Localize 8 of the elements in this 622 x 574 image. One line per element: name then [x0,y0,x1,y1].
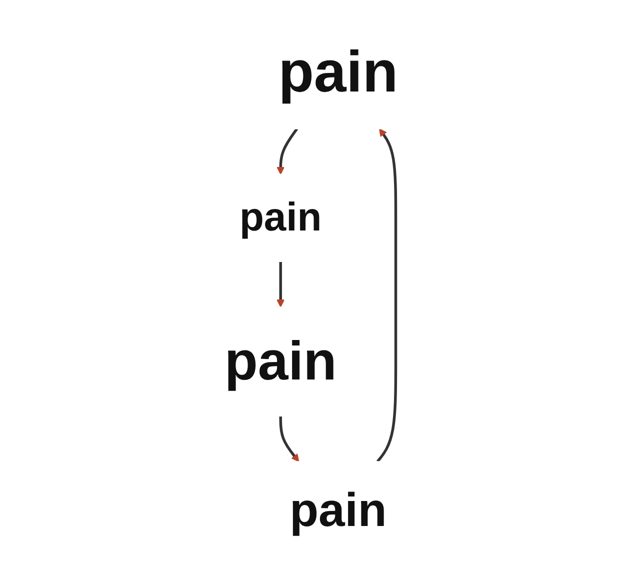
node-text: pain [278,38,398,104]
arrow [278,416,299,462]
arrow [376,128,397,462]
arrow [276,262,284,308]
node-text: pain [224,330,336,392]
node-text: pain [289,484,387,537]
node-text: pain [239,195,322,240]
arrow [276,128,298,175]
